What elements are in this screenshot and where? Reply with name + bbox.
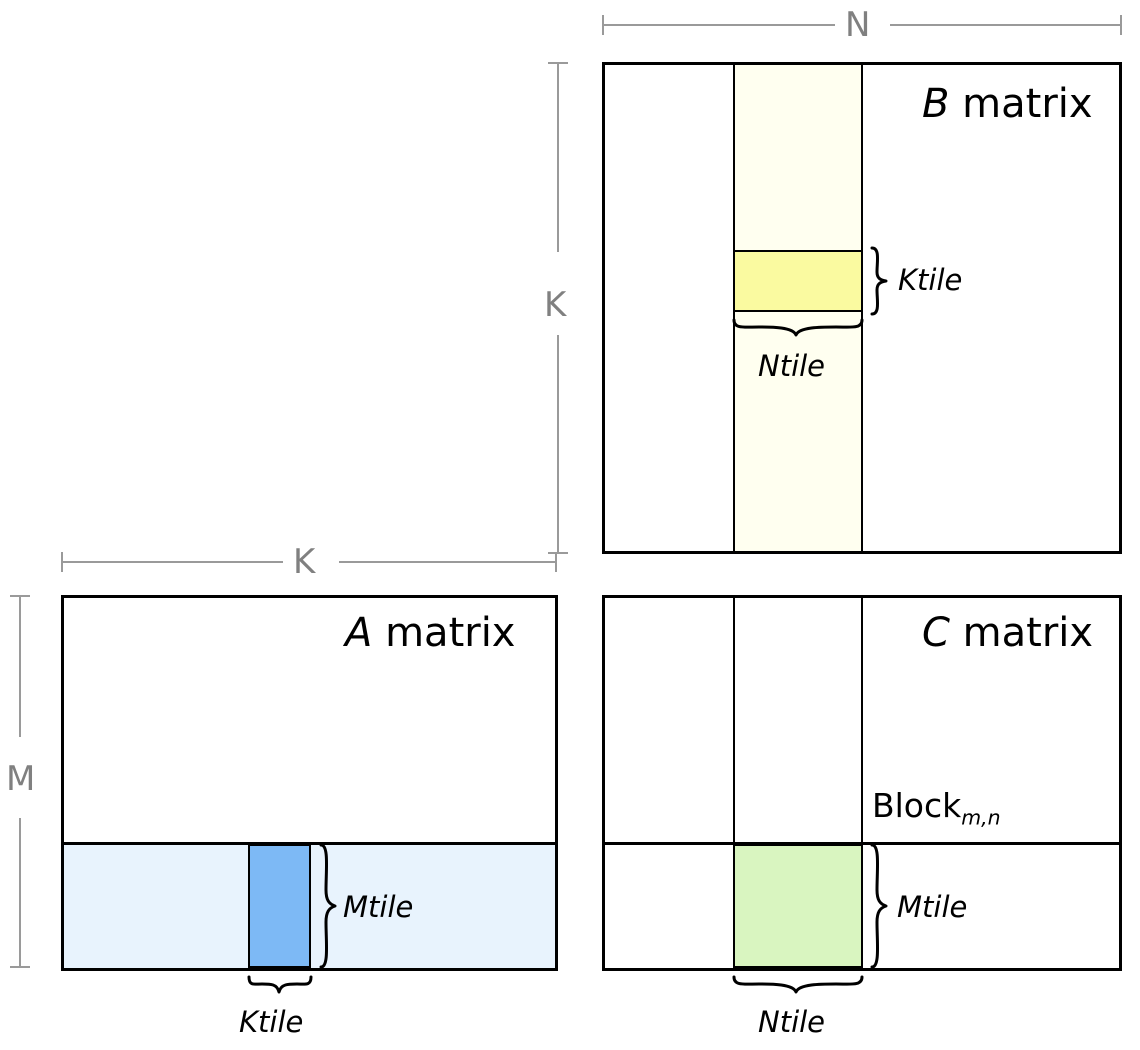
- matrix-c-label-word: matrix: [949, 610, 1094, 656]
- dimension-m-segment-top: [19, 595, 21, 737]
- brace-ntile-b: [731, 316, 865, 342]
- matrix-b-label-word: matrix: [949, 81, 1093, 127]
- label-mtile-c: Mtile: [897, 890, 968, 924]
- matrix-a-label-word: matrix: [372, 610, 516, 656]
- matrix-a-row-line: [61, 842, 558, 845]
- brace-ktile-a: [246, 973, 314, 999]
- dimension-n-segment-left: [602, 24, 835, 26]
- matrix-c-tile: [733, 844, 863, 968]
- dimension-m-label: M: [6, 759, 36, 799]
- dimension-m-cap-bottom: [10, 966, 30, 968]
- matrix-c-column-line-right: [861, 598, 863, 968]
- matrix-c-label-var: C: [922, 610, 950, 656]
- dimension-k-vertical-label: K: [544, 285, 567, 325]
- dimension-k-vertical-segment-top: [557, 62, 559, 252]
- matrix-c-label: C matrix: [922, 613, 1093, 653]
- label-mtile-a: Mtile: [343, 890, 414, 924]
- dimension-n-segment-right: [890, 24, 1120, 26]
- dimension-k-horizontal-segment-right: [339, 561, 555, 563]
- label-ktile-a: Ktile: [239, 1005, 304, 1039]
- brace-mtile-a: [315, 842, 341, 970]
- matrix-b-label: B matrix: [922, 84, 1093, 124]
- brace-ntile-c: [731, 973, 865, 999]
- dimension-k-horizontal-segment-left: [61, 561, 283, 563]
- matrix-a-tile: [248, 844, 311, 968]
- dimension-k-vertical-segment-bottom: [557, 335, 559, 554]
- dimension-k-horizontal-cap-right: [555, 552, 557, 572]
- dimension-n-cap-right: [1120, 15, 1122, 35]
- dimension-m-segment-bottom: [19, 818, 21, 968]
- matrix-a-label-var: A: [345, 610, 373, 656]
- matrix-c-column-line-left: [733, 598, 735, 968]
- matrix-a-label: A matrix: [345, 613, 515, 653]
- label-ntile-c: Ntile: [758, 1005, 826, 1039]
- matrix-b-label-var: B: [922, 81, 950, 127]
- matrix-c-block-label-base: Block: [872, 786, 962, 825]
- label-ktile-b: Ktile: [898, 263, 963, 297]
- dimension-k-horizontal-label: K: [293, 542, 316, 582]
- matrix-c-row-line: [602, 842, 1122, 845]
- matrix-c-block-label-sub: m,n: [961, 805, 1001, 830]
- dimension-k-vertical-cap-bottom: [548, 552, 568, 554]
- matrix-b-tile: [733, 250, 863, 312]
- dimension-n-label: N: [845, 5, 871, 45]
- matrix-c-block-label: Blockm,n: [872, 789, 1001, 828]
- brace-ktile-b: [866, 246, 892, 316]
- label-ntile-b: Ntile: [758, 349, 826, 383]
- brace-mtile-c: [866, 842, 892, 970]
